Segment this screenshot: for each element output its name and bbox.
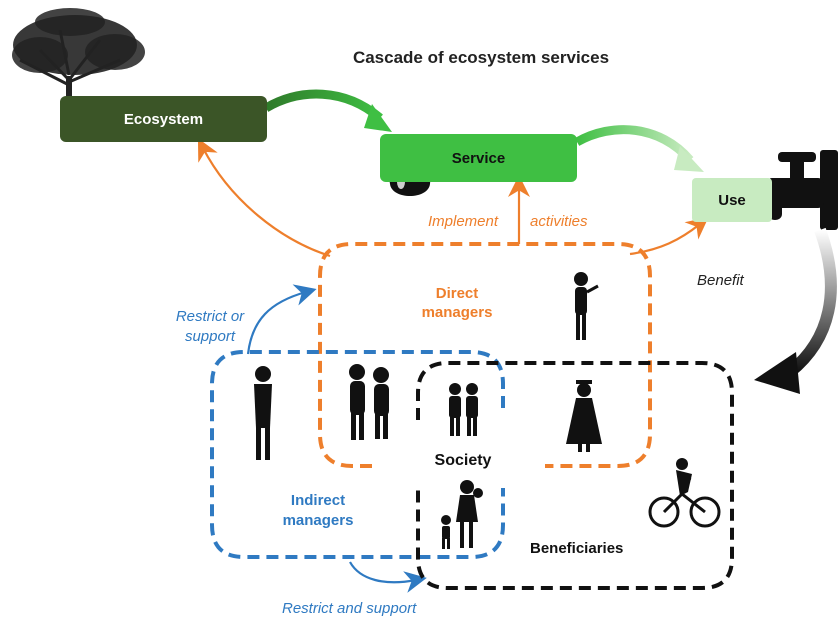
beneficiaries-region bbox=[416, 361, 734, 590]
ecosystem-label: Ecosystem bbox=[123, 110, 204, 128]
direct-to-use-arrow bbox=[629, 217, 709, 256]
ecosystem-to-service-arrow bbox=[263, 89, 392, 132]
person-pair-icon bbox=[349, 364, 389, 440]
restrict-or-label: Restrict or bbox=[175, 308, 245, 325]
ecosystem-node: Ecosystem bbox=[60, 96, 267, 142]
indirect-managers-label-line1: Indirect bbox=[290, 492, 346, 509]
service-to-use-arrow bbox=[574, 125, 704, 172]
person-icon bbox=[574, 272, 599, 340]
restrict-and-support-label: Restrict and support bbox=[282, 600, 417, 617]
use-node: Use bbox=[692, 178, 772, 222]
diagram-title: Cascade of ecosystem services bbox=[352, 48, 610, 67]
water-to-beneficiaries-arrow bbox=[754, 227, 837, 394]
benefit-label: Benefit bbox=[697, 272, 744, 289]
cyclist-icon bbox=[648, 458, 721, 528]
indirect-managers-region bbox=[210, 350, 505, 559]
restrict-and-support-arrow bbox=[349, 561, 427, 593]
support-label: support bbox=[184, 328, 236, 345]
faucet-icon bbox=[766, 150, 838, 230]
direct-managers-label-line2: managers bbox=[421, 304, 493, 321]
indirect-managers-label-line2: managers bbox=[282, 512, 354, 529]
beneficiaries-label: Beneficiaries bbox=[530, 540, 624, 557]
restrict-or-support-arrow bbox=[246, 284, 317, 355]
family-icon bbox=[441, 480, 483, 549]
direct-managers-label-line1: Direct bbox=[435, 285, 479, 302]
direct-to-ecosystem-arrow bbox=[197, 138, 331, 258]
implement-label: Implement bbox=[428, 213, 499, 230]
service-node: Service bbox=[380, 134, 577, 182]
person-icon bbox=[254, 366, 272, 460]
activities-label: activities bbox=[530, 213, 588, 230]
graduate-icon bbox=[566, 380, 602, 452]
person-pair-icon bbox=[449, 383, 478, 436]
service-label: Service bbox=[451, 149, 506, 167]
use-label: Use bbox=[718, 191, 746, 209]
tree-icon bbox=[12, 8, 145, 138]
society-label: Society bbox=[434, 452, 492, 469]
